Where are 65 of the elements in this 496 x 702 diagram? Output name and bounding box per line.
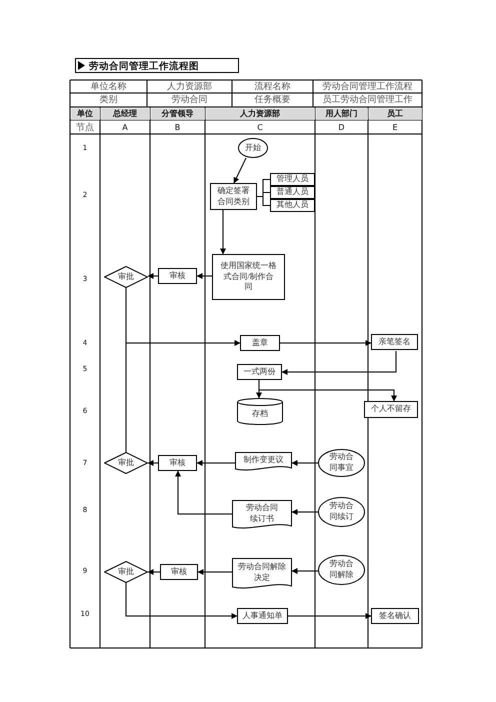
column-header: 员工: [368, 108, 422, 120]
column-letter: B: [174, 122, 182, 134]
process-box: 普通人员: [270, 186, 315, 199]
storage-cylinder: 存档: [237, 398, 283, 425]
arrow: [175, 470, 232, 514]
arrow: [196, 273, 212, 279]
arrow: [220, 210, 226, 254]
terminal-oval: 开始: [238, 138, 268, 158]
process-box: 一式两份: [237, 364, 282, 380]
document-shape: 劳动合同续订书: [232, 500, 292, 530]
table-text: 流程名称: [254, 80, 292, 92]
connector-line: [256, 196, 270, 206]
arrow: [126, 286, 240, 346]
arrow: [234, 158, 246, 184]
process-box: 其他人员: [270, 199, 315, 212]
arrow: [280, 340, 372, 346]
table-text: 节点: [75, 120, 95, 134]
arrow: [292, 568, 318, 574]
document-shape: 制作变更议: [235, 452, 292, 472]
column-letter: E: [391, 122, 399, 134]
process-box: 审核: [160, 564, 198, 580]
terminal-oval: 劳动合同解除: [318, 555, 365, 585]
process-box: 确定签署合同类别: [210, 183, 257, 210]
arrow: [258, 380, 397, 402]
table-text: 单位名称: [90, 80, 128, 92]
table-text: 劳动合同: [170, 94, 208, 106]
process-box: 管理人员: [270, 173, 315, 186]
process-box: 使用国家统一格式合同/制作合同: [212, 254, 285, 300]
arrow: [198, 569, 232, 575]
process-box: 人事通知单: [237, 608, 288, 624]
arrow: [126, 582, 238, 619]
arrow: [196, 460, 236, 466]
column-header: 总经理: [100, 108, 150, 120]
decision-diamond: 审批: [104, 561, 148, 583]
table-text: 员工劳动合同管理工作: [322, 94, 414, 106]
terminal-oval: 劳动合同续订: [318, 497, 365, 527]
decision-diamond: 审批: [104, 266, 148, 288]
process-box: 盖章: [240, 335, 280, 351]
column-header: 分管领导: [150, 108, 204, 120]
arrow: [148, 460, 158, 466]
table-text: 劳动合同管理工作流程: [322, 80, 414, 92]
arrow: [282, 350, 396, 375]
process-box: 亲笔签名: [371, 334, 418, 350]
column-letter: C: [256, 122, 264, 134]
column-header: 单位: [70, 108, 100, 120]
process-box: 审核: [158, 455, 197, 471]
column-letter: D: [337, 122, 346, 134]
arrow: [148, 273, 158, 279]
column-letter: A: [121, 122, 129, 134]
table-text: 类别: [98, 94, 118, 106]
arrow: [148, 569, 160, 575]
table-text: 任务概要: [254, 94, 292, 106]
process-box: 个人不留存: [364, 401, 418, 418]
document-shape: 劳动合同解除决定: [232, 558, 292, 590]
arrow: [288, 613, 372, 619]
arrow: [292, 509, 318, 515]
arrow: [292, 460, 318, 466]
title: 劳动合同管理工作流程图: [75, 58, 239, 73]
terminal-oval: 劳动合同事宜: [318, 449, 365, 477]
decision-diamond: 审批: [104, 452, 148, 474]
table-text: 人力资源部: [166, 80, 213, 92]
column-header: 人力资源部: [206, 108, 314, 120]
process-box: 签名确认: [371, 608, 419, 624]
process-box: 审核: [158, 268, 197, 284]
column-header: 用人部门: [316, 108, 368, 120]
